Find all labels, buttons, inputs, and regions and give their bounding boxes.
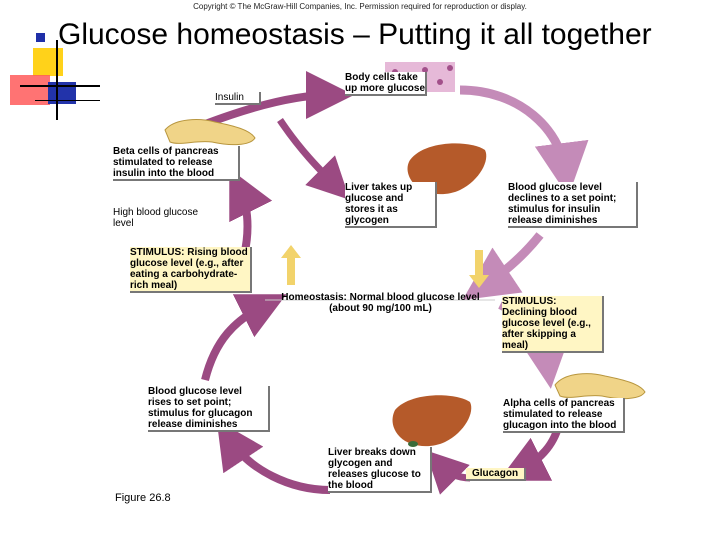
label-blood-declines: Blood glucose level declines to a set po… xyxy=(508,182,638,228)
label-blood-rises: Blood glucose level rises to set point; … xyxy=(148,386,270,432)
arrow-rises-to-homeostasis xyxy=(201,294,287,381)
arrow-insulin-to-liver xyxy=(277,118,350,200)
title-bullet xyxy=(36,33,45,42)
label-liver-breaks: Liver breaks down glycogen and releases … xyxy=(328,447,432,493)
homeostasis-up-arrow xyxy=(281,245,301,285)
arrow-decline-to-homeostasis xyxy=(462,232,544,300)
copyright-notice: Copyright © The McGraw-Hill Companies, I… xyxy=(193,2,527,11)
arrow-liver-to-rises xyxy=(216,420,331,494)
label-beta-cells: Beta cells of pancreas stimulated to rel… xyxy=(113,146,240,181)
pancreas-illustration-top xyxy=(164,119,256,146)
label-stimulus-rising: STIMULUS: Rising blood glucose level (e.… xyxy=(130,247,252,293)
label-high-blood: High blood glucose level xyxy=(113,207,199,229)
label-body-cells: Body cells take up more glucose xyxy=(345,72,427,96)
label-homeostasis: Homeostasis: Normal blood glucose level … xyxy=(281,292,480,314)
decor-corner xyxy=(0,0,110,130)
label-stimulus-declining: STIMULUS: Declining blood glucose level … xyxy=(502,296,604,353)
arrow-bodycells-to-decline xyxy=(459,85,589,197)
homeostasis-down-arrow xyxy=(469,250,489,288)
label-alpha-cells: Alpha cells of pancreas stimulated to re… xyxy=(503,398,625,433)
label-liver-takes: Liver takes up glucose and stores it as … xyxy=(345,182,437,228)
page-title: Glucose homeostasis – Putting it all tog… xyxy=(58,18,652,51)
pancreas-illustration-right xyxy=(554,373,646,400)
figure-caption: Figure 26.8 xyxy=(115,492,171,504)
liver-illustration-bottom xyxy=(392,395,472,447)
label-glucagon: Glucagon xyxy=(466,468,526,481)
label-insulin: Insulin xyxy=(215,92,261,105)
